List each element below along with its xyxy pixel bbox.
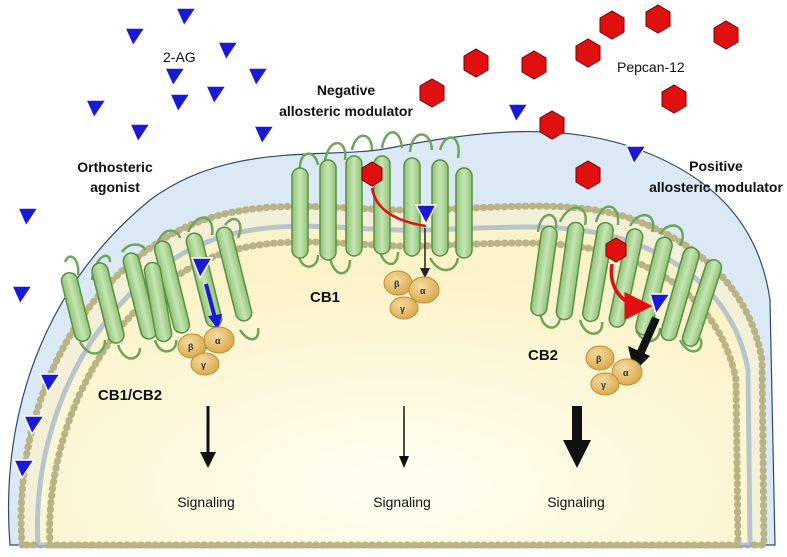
agonist-triangle [252,125,276,146]
signaling-label-right: Signaling [547,494,605,510]
gprotein-gamma: γ [201,360,206,370]
pepcan-hexagon [661,84,687,114]
agonist-triangle [506,103,530,124]
gprotein-beta: β [188,342,194,352]
pam-label-2: allosteric modulator [649,179,783,195]
pepcan-hexagon [539,110,565,140]
gprotein-left: β α γ [177,326,235,376]
agonist-triangle [38,373,62,394]
gprotein-middle: β α γ [383,270,440,320]
activation-arrow-left [204,283,217,319]
nam-label-2: allosteric modulator [279,103,413,119]
gprotein-beta: β [394,279,400,289]
agonist-triangle [246,67,270,88]
activation-arrowhead-left [208,314,222,330]
helix [60,272,92,342]
agonist-triangle [22,415,46,436]
agonist-triangle [174,7,198,28]
agonist-triangle [84,99,108,120]
agonist-triangle [168,93,192,114]
weak-arrowhead-middle [420,268,430,278]
pepcan-hexagon [599,10,625,40]
receptor-middle-label: CB1 [310,289,340,306]
inhibition-line-middle [370,187,427,228]
signaling-arrows [200,406,591,468]
agonist-triangle [204,85,228,106]
orthosteric-label-1: Orthosteric [77,159,153,175]
helix [319,159,337,261]
orthosteric-label-2: agonist [90,179,140,195]
pepcan-bound-middle [361,161,383,187]
helix [455,167,473,259]
agonist-bound-middle [414,204,438,226]
signal-arrowhead-right [563,440,591,468]
helix [660,246,700,342]
receptor-middle: β α γ [291,131,473,320]
pepcan-label: Pepcan-12 [617,59,685,75]
agonist-triangle [128,123,152,144]
helix [143,261,173,343]
agonist-triangle [216,41,240,62]
pepcan-hexagon [575,38,601,68]
pepcan-hexagon [713,20,739,50]
agonist-bound-right [648,293,672,316]
signal-arrowhead-left [200,452,216,468]
strong-arrow-right [637,316,660,354]
receptor-middle-loops [296,131,460,275]
signaling-label-middle: Signaling [373,494,431,510]
pepcan-hexagon [521,50,547,80]
agonist-triangle [12,459,36,480]
helix [91,262,125,344]
gprotein-gamma: γ [400,304,405,314]
gprotein-gamma: γ [601,380,606,390]
receptor-right-label: CB2 [528,347,558,364]
free-agonists [10,7,648,480]
helix [215,226,253,322]
gprotein-alpha: α [420,286,426,296]
gprotein-beta: β [596,354,602,364]
receptor-right: β α γ [530,205,723,396]
pepcan-hexagon [645,4,671,34]
helix [291,167,309,259]
agonist-triangle [16,207,40,228]
helix [530,225,558,317]
potentiation-arrow-right [609,263,653,320]
signaling-label-left: Signaling [177,494,235,510]
helix [681,259,723,347]
pepcan-hexagon [575,160,601,190]
gprotein-right: β α γ [585,345,643,396]
receptor-right-loops [536,205,703,353]
agonist-triangle [123,27,147,48]
nam-label-1: Negative [317,82,376,98]
agonist-triangle [624,145,648,166]
pepcan-hexagon [463,48,489,78]
ag-label: 2-AG [163,49,196,65]
helix [345,155,363,257]
agonist-triangle [163,67,187,88]
pepcan-bound-right [605,237,627,263]
free-pepcans [419,4,739,190]
receptor-left-label: CB1/CB2 [98,387,162,404]
agonist-bound-left [190,257,214,280]
pam-label-1: Positive [689,158,743,174]
helix [555,221,585,321]
signal-arrowhead-middle [399,456,409,468]
gprotein-alpha: α [623,368,629,378]
receptor-left: β α γ [60,216,260,376]
gprotein-alpha: α [215,336,221,346]
agonist-triangle [10,285,34,306]
pepcan-hexagon [419,78,445,108]
helix [608,228,644,328]
